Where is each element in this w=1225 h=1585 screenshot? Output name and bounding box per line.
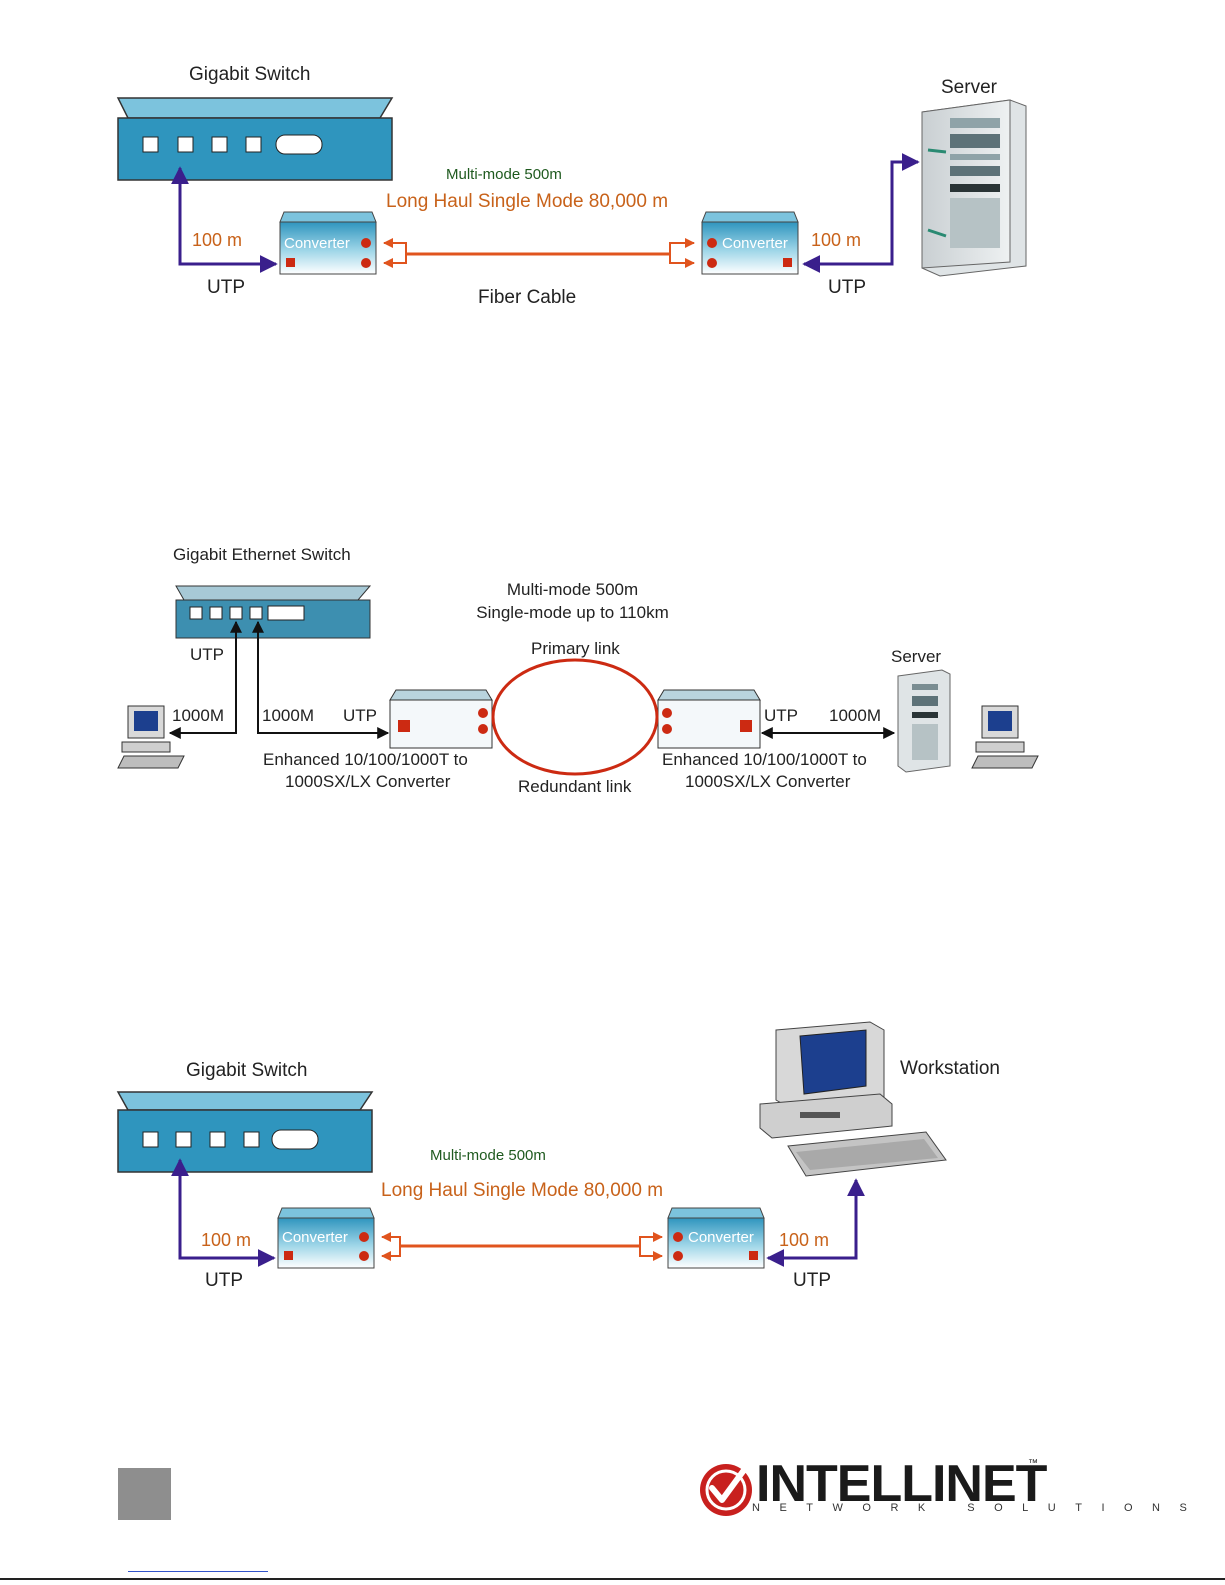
diagram3-switch	[116, 1091, 374, 1173]
bottom-link-underline	[128, 1571, 268, 1572]
diagram2-converter-left-caption-2: 1000SX/LX Converter	[285, 772, 451, 791]
diagram1-converter-right-label: Converter	[722, 235, 788, 252]
diagram1-multimode-label: Multi-mode 500m	[446, 166, 562, 183]
diagram3-workstation-icon	[759, 1021, 947, 1177]
diagram1-switch	[116, 97, 394, 181]
diagram2-switch-title: Gigabit Ethernet Switch	[173, 545, 351, 564]
diagram2-server-icon	[897, 669, 951, 773]
diagram3-single-mode-label: Long Haul Single Mode 80,000 m	[381, 1180, 664, 1201]
trademark-symbol: ™	[1028, 1458, 1038, 1469]
diagram2-utp-right: UTP	[764, 706, 798, 725]
diagram3-converter-right-label: Converter	[688, 1229, 754, 1246]
diagram3-switch-title: Gigabit Switch	[186, 1060, 308, 1081]
diagram1-single-mode-label: Long Haul Single Mode 80,000 m	[386, 191, 669, 212]
diagram1-switch-title: Gigabit Switch	[189, 64, 311, 85]
diagram1-utp-left: UTP	[207, 277, 245, 298]
diagram3-converter-left	[277, 1207, 375, 1269]
diagram2-redundant-link: Redundant link	[518, 777, 632, 796]
diagram2-converter-right-caption-2: 1000SX/LX Converter	[685, 772, 851, 791]
diagram3-converter-right	[667, 1207, 765, 1269]
diagram1-converter-left-label: Converter	[284, 235, 350, 252]
intellinet-logo-wordmark: INTELLINET	[756, 1455, 1047, 1513]
diagram3-distance-left: 100 m	[201, 1230, 252, 1250]
diagram1-links	[171, 153, 920, 273]
diagram1-distance-left: 100 m	[192, 230, 243, 250]
diagram1-utp-right: UTP	[828, 277, 866, 298]
diagram3-utp-left: UTP	[205, 1270, 243, 1291]
page-number-box	[118, 1468, 171, 1520]
diagram2-multimode-label: Multi-mode 500m	[506, 580, 639, 599]
diagram3-distance-right: 100 m	[779, 1230, 830, 1250]
diagram3-converter-left-label: Converter	[282, 1229, 348, 1246]
diagram1-converter-left	[279, 211, 377, 275]
diagram2-single-mode-label: Single-mode up to 110km	[476, 603, 669, 622]
diagram2-speed-pc: 1000M	[172, 706, 224, 725]
diagram2-utp-switch: UTP	[190, 645, 224, 664]
diagram1-server-icon	[921, 99, 1027, 277]
diagram2-converter-right	[657, 689, 761, 749]
diagram2-speed-right: 1000M	[829, 706, 881, 725]
diagram2-server-title: Server	[891, 647, 942, 666]
diagram2-speed-converter: 1000M	[262, 706, 314, 725]
diagram1-distance-right: 100 m	[811, 230, 862, 250]
diagram1-server-title: Server	[941, 77, 997, 98]
diagram2-pc-left	[117, 705, 185, 769]
diagram2-converter-left	[389, 689, 493, 749]
diagram2-links	[168, 620, 896, 739]
diagram1-converter-right	[701, 211, 799, 275]
diagram3-links	[171, 1158, 865, 1267]
diagram3-workstation-title: Workstation	[900, 1058, 1000, 1079]
diagram3-multimode-label: Multi-mode 500m	[430, 1147, 546, 1164]
diagram3-utp-right: UTP	[793, 1270, 831, 1291]
intellinet-tagline: NETWORK SOLUTIONS	[752, 1502, 1207, 1514]
diagram1-fiber-label: Fiber Cable	[478, 287, 577, 308]
diagram2-fiber-ring	[491, 658, 659, 776]
diagram2-converter-left-caption-1: Enhanced 10/100/1000T to	[263, 750, 468, 769]
diagram2-utp-left: UTP	[343, 706, 377, 725]
diagram2-pc-right	[971, 705, 1039, 769]
diagram2-primary-link: Primary link	[531, 639, 620, 658]
diagram2-converter-right-caption-1: Enhanced 10/100/1000T to	[662, 750, 867, 769]
bottom-rule	[0, 1578, 1225, 1580]
intellinet-logo-mark	[700, 1464, 752, 1516]
